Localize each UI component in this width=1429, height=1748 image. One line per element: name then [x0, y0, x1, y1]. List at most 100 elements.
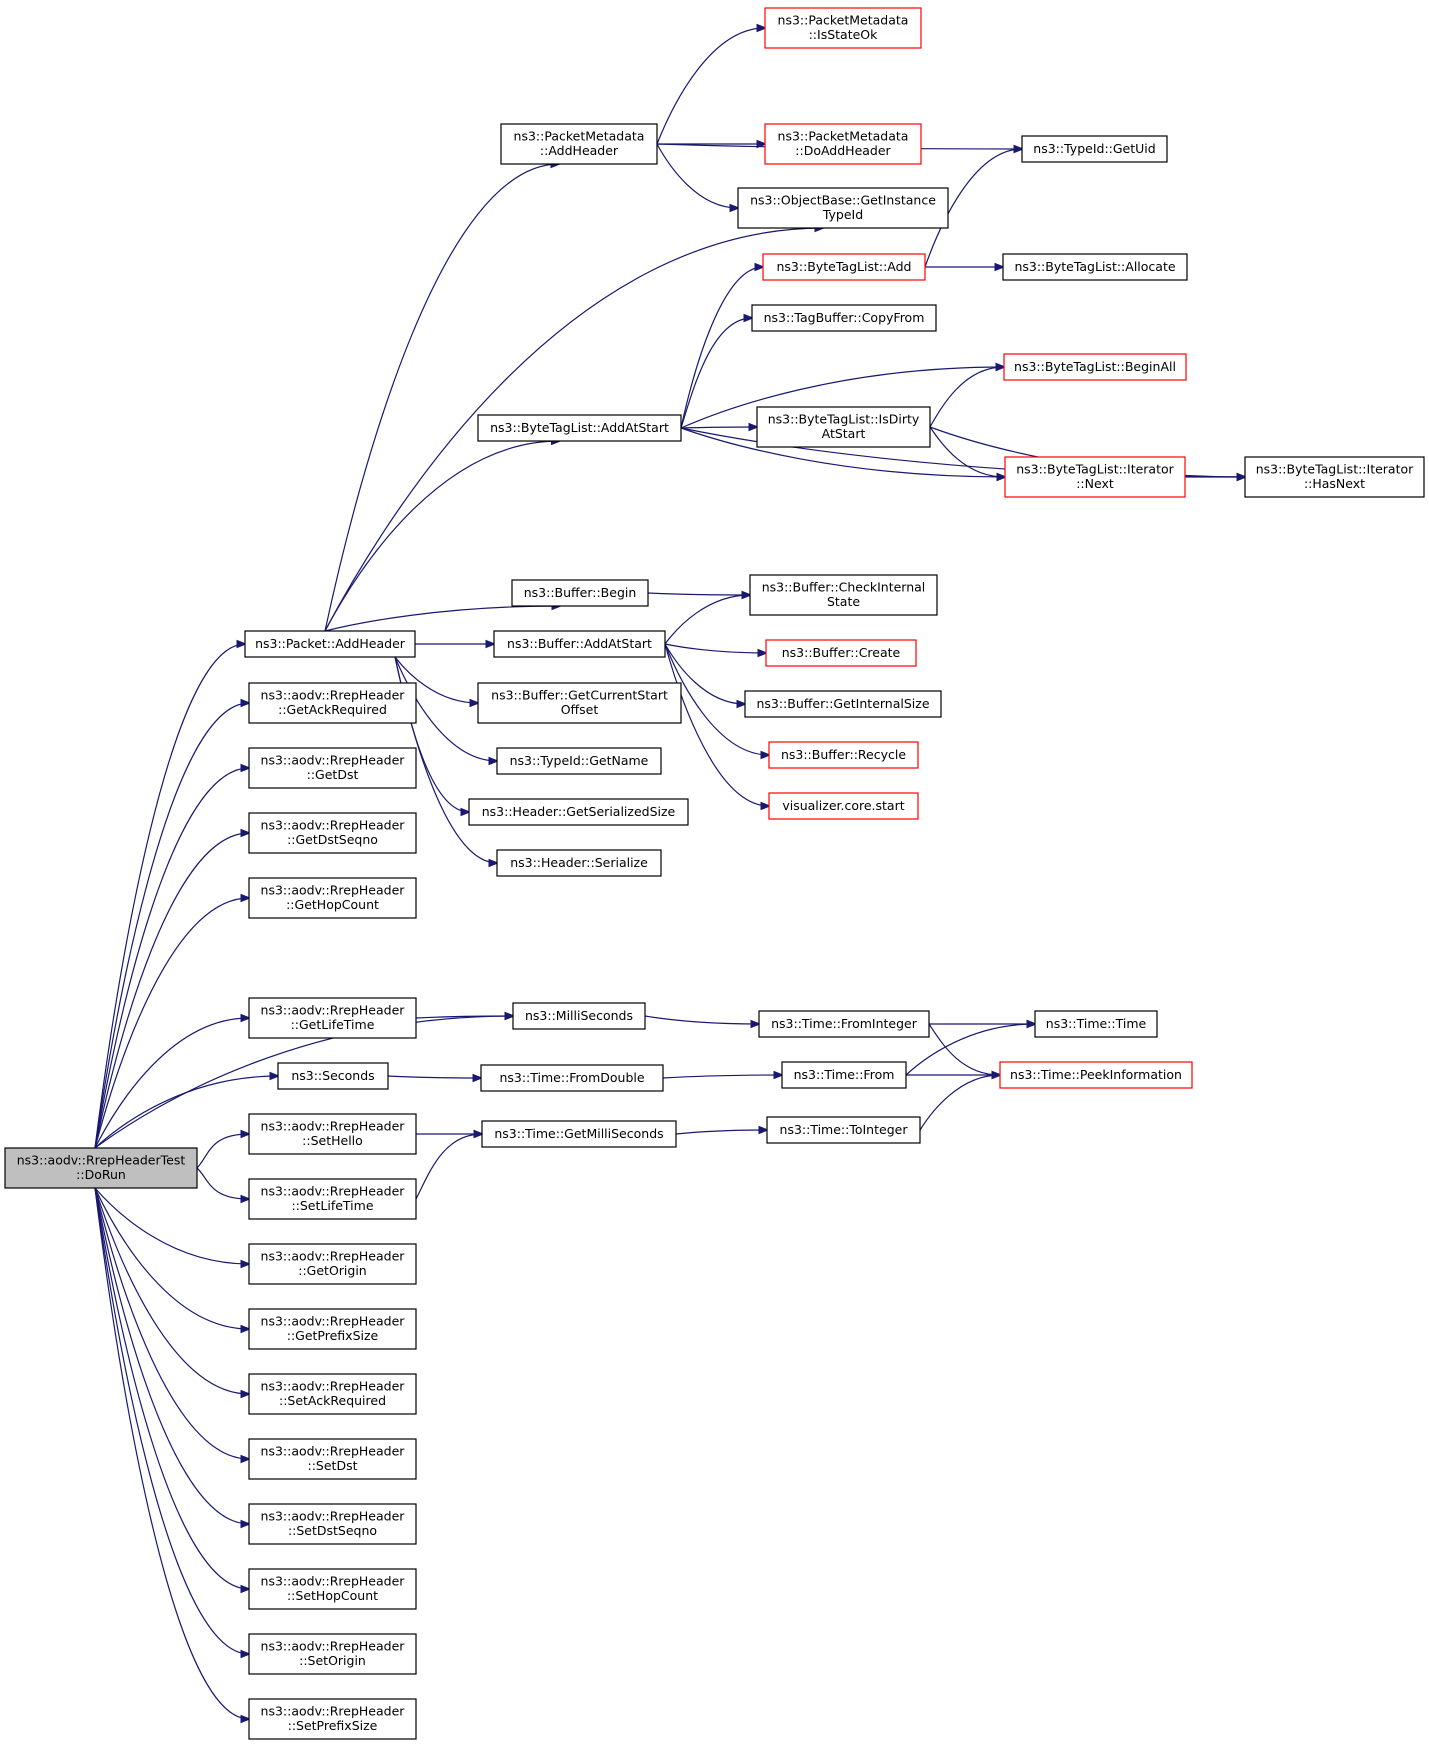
node-btl-iterator-next[interactable]: ns3::ByteTagList::Iterator::Next	[1004, 456, 1186, 498]
edge-do-run-to-get-prefix-size	[94, 1187, 249, 1329]
node-box	[496, 747, 662, 775]
edge-do-run-to-set-life-time	[196, 1167, 249, 1199]
node-time-from[interactable]: ns3::Time::From	[781, 1061, 907, 1089]
edge-milli-seconds-to-time-from-integer	[644, 1015, 759, 1024]
node-label: ns3::aodv::RrepHeader	[261, 1704, 406, 1719]
node-set-dst-seqno[interactable]: ns3::aodv::RrepHeader::SetDstSeqno	[248, 1503, 417, 1545]
node-set-ack-required[interactable]: ns3::aodv::RrepHeader::SetAckRequired	[248, 1373, 417, 1415]
node-time-from-integer[interactable]: ns3::Time::FromInteger	[758, 1010, 930, 1038]
node-box	[766, 1116, 921, 1144]
node-do-run[interactable]: ns3::aodv::RrepHeaderTest::DoRun	[4, 1147, 198, 1189]
node-label: ns3::aodv::RrepHeader	[261, 1184, 406, 1199]
node-set-life-time[interactable]: ns3::aodv::RrepHeader::SetLifeTime	[248, 1178, 417, 1220]
node-box	[248, 1438, 417, 1480]
node-box	[1244, 456, 1425, 498]
node-pm-is-state-ok[interactable]: ns3::PacketMetadata::IsStateOk	[764, 7, 922, 49]
edge-time-from-to-time-time	[905, 1024, 1035, 1076]
node-type-id-get-name[interactable]: ns3::TypeId::GetName	[496, 747, 662, 775]
edge-packet-add-header-to-buffer-begin	[324, 606, 560, 632]
node-set-hop-count[interactable]: ns3::aodv::RrepHeader::SetHopCount	[248, 1568, 417, 1610]
node-get-dst[interactable]: ns3::aodv::RrepHeader::GetDst	[248, 747, 417, 789]
edge-do-run-to-get-origin	[94, 1187, 249, 1264]
node-label: ns3::ObjectBase::GetInstance	[750, 193, 936, 208]
node-get-origin[interactable]: ns3::aodv::RrepHeader::GetOrigin	[248, 1243, 417, 1285]
node-label: ns3::TypeId::GetUid	[1033, 141, 1155, 156]
node-btl-add-at-start[interactable]: ns3::ByteTagList::AddAtStart	[477, 414, 682, 442]
node-label: ns3::Seconds	[291, 1068, 374, 1083]
node-label: ::GetAckRequired	[278, 702, 387, 717]
node-btl-add[interactable]: ns3::ByteTagList::Add	[762, 253, 926, 281]
node-header-serialize[interactable]: ns3::Header::Serialize	[496, 849, 662, 877]
edge-packet-add-header-to-pm-add-header	[324, 164, 559, 632]
node-set-origin[interactable]: ns3::aodv::RrepHeader::SetOrigin	[248, 1633, 417, 1675]
node-buffer-add-at-start[interactable]: ns3::Buffer::AddAtStart	[493, 630, 666, 658]
edge-do-run-to-get-dst	[94, 768, 249, 1149]
node-label: ns3::Buffer::Begin	[524, 585, 637, 600]
node-label: ::SetHopCount	[287, 1588, 378, 1603]
node-get-ack-required[interactable]: ns3::aodv::RrepHeader::GetAckRequired	[248, 682, 417, 724]
node-box	[765, 639, 917, 667]
node-label: ns3::Time::Time	[1046, 1016, 1147, 1031]
node-label: ::DoAddHeader	[795, 143, 891, 158]
node-header-get-serialized-size[interactable]: ns3::Header::GetSerializedSize	[468, 798, 689, 826]
node-label: ::GetDst	[307, 767, 359, 782]
node-time-to-integer[interactable]: ns3::Time::ToInteger	[766, 1116, 921, 1144]
node-visualizer-core-start[interactable]: visualizer.core.start	[768, 792, 919, 820]
node-btl-iterator-has-next[interactable]: ns3::ByteTagList::Iterator::HasNext	[1244, 456, 1425, 498]
node-set-hello[interactable]: ns3::aodv::RrepHeader::SetHello	[248, 1113, 417, 1155]
edge-time-from-double-to-time-from	[662, 1075, 782, 1078]
node-time-from-double[interactable]: ns3::Time::FromDouble	[480, 1064, 664, 1092]
node-pm-add-header[interactable]: ns3::PacketMetadata::AddHeader	[500, 123, 658, 165]
node-set-dst[interactable]: ns3::aodv::RrepHeader::SetDst	[248, 1438, 417, 1480]
node-label: ns3::Buffer::GetInternalSize	[756, 696, 929, 711]
node-label: ns3::Time::FromInteger	[771, 1016, 918, 1031]
node-btl-begin-all[interactable]: ns3::ByteTagList::BeginAll	[1003, 353, 1187, 381]
edge-btl-add-to-type-id-get-uid	[924, 149, 1022, 268]
node-get-prefix-size[interactable]: ns3::aodv::RrepHeader::GetPrefixSize	[248, 1308, 417, 1350]
node-label: ::GetDstSeqno	[287, 832, 378, 847]
edge-do-run-to-set-prefix-size	[94, 1187, 249, 1719]
node-box	[248, 1698, 417, 1740]
node-time-peek-information[interactable]: ns3::Time::PeekInformation	[999, 1061, 1193, 1089]
node-tag-buffer-copy-from[interactable]: ns3::TagBuffer::CopyFrom	[751, 304, 937, 332]
node-label: visualizer.core.start	[782, 798, 904, 813]
node-get-dst-seqno[interactable]: ns3::aodv::RrepHeader::GetDstSeqno	[248, 812, 417, 854]
node-milli-seconds[interactable]: ns3::MilliSeconds	[512, 1002, 646, 1030]
node-packet-add-header[interactable]: ns3::Packet::AddHeader	[244, 630, 416, 658]
node-buffer-begin[interactable]: ns3::Buffer::Begin	[511, 579, 649, 607]
node-label: TypeId	[822, 207, 863, 222]
node-time-time[interactable]: ns3::Time::Time	[1034, 1010, 1158, 1038]
node-buffer-recycle[interactable]: ns3::Buffer::Recycle	[768, 741, 919, 769]
node-label: ns3::aodv::RrepHeader	[261, 1379, 406, 1394]
node-get-life-time[interactable]: ns3::aodv::RrepHeader::GetLifeTime	[248, 997, 417, 1039]
node-label: ns3::ByteTagList::AddAtStart	[490, 420, 669, 435]
edge-do-run-to-set-dst-seqno	[94, 1187, 249, 1524]
node-type-id-get-uid[interactable]: ns3::TypeId::GetUid	[1021, 135, 1168, 163]
edge-do-run-to-seconds	[94, 1076, 278, 1149]
edge-buffer-add-at-start-to-buffer-create	[664, 643, 766, 653]
node-pm-do-add-header[interactable]: ns3::PacketMetadata::DoAddHeader	[764, 123, 922, 165]
node-box	[764, 123, 922, 165]
node-box	[768, 741, 919, 769]
node-buffer-create[interactable]: ns3::Buffer::Create	[765, 639, 917, 667]
edge-get-life-time-to-milli-seconds	[415, 1016, 513, 1018]
node-label: ns3::TagBuffer::CopyFrom	[764, 310, 925, 325]
edge-buffer-add-at-start-to-buffer-check-internal-state	[664, 595, 750, 645]
node-time-get-milli-seconds[interactable]: ns3::Time::GetMilliSeconds	[481, 1120, 677, 1148]
node-seconds[interactable]: ns3::Seconds	[277, 1062, 389, 1090]
edge-time-to-integer-to-time-peek-information	[919, 1075, 1000, 1131]
node-label: ns3::aodv::RrepHeaderTest	[17, 1153, 186, 1168]
node-get-hop-count[interactable]: ns3::aodv::RrepHeader::GetHopCount	[248, 877, 417, 919]
node-btl-allocate[interactable]: ns3::ByteTagList::Allocate	[1002, 253, 1188, 281]
node-box	[248, 1308, 417, 1350]
node-layer: ns3::aodv::RrepHeaderTest::DoRun ns3::Pac…	[4, 7, 1425, 1740]
node-label: ns3::Buffer::GetCurrentStart	[491, 688, 668, 703]
node-buffer-get-internal-size[interactable]: ns3::Buffer::GetInternalSize	[744, 690, 942, 718]
node-set-prefix-size[interactable]: ns3::aodv::RrepHeader::SetPrefixSize	[248, 1698, 417, 1740]
